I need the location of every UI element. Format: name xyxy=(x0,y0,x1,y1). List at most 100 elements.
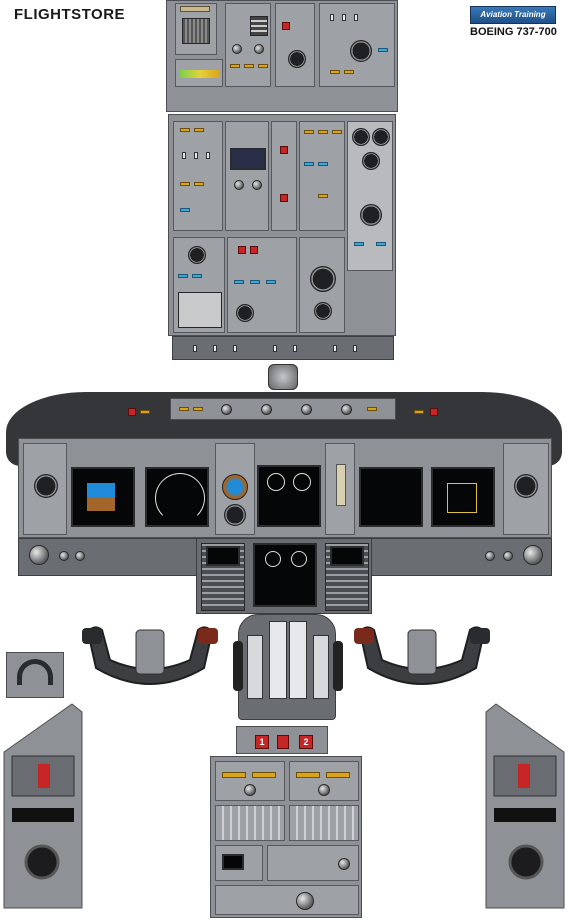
transponder-knob[interactable] xyxy=(338,858,350,870)
meter-selector-knob[interactable] xyxy=(252,180,262,190)
toggle-switch[interactable] xyxy=(353,345,357,352)
toggle-switch[interactable] xyxy=(233,345,237,352)
aux-gauge-icon xyxy=(236,304,254,322)
cvr-speaker-grille-icon xyxy=(182,18,210,44)
mcp-knob[interactable] xyxy=(341,404,352,415)
annunciator-light xyxy=(193,407,203,411)
toggle-switch[interactable] xyxy=(273,345,277,352)
engine-fire-handle-1[interactable]: 1 xyxy=(255,735,269,749)
captain-nd-display xyxy=(145,467,209,527)
mcp-knob[interactable] xyxy=(261,404,272,415)
radio-panel xyxy=(215,761,285,801)
gear-lever-icon[interactable] xyxy=(336,464,346,506)
panel-knob[interactable] xyxy=(29,545,49,565)
toggle-switch[interactable] xyxy=(206,152,210,159)
thrust-lever-icon[interactable] xyxy=(269,621,287,699)
captain-yoke-icon[interactable] xyxy=(80,620,220,700)
trim-wheel-icon[interactable] xyxy=(233,641,243,691)
trim-wheel-icon[interactable] xyxy=(333,641,343,691)
first-officer-yoke-icon[interactable] xyxy=(352,620,492,700)
frequency-display xyxy=(252,772,276,778)
annunciator-light xyxy=(376,242,386,246)
radio-tuning-knob[interactable] xyxy=(318,784,330,796)
aux-gauge-icon xyxy=(188,246,206,264)
ir-mode-knob[interactable] xyxy=(232,44,242,54)
tiller-inset xyxy=(6,652,64,698)
aft-overhead-panel xyxy=(166,0,398,112)
panel-knob[interactable] xyxy=(503,551,513,561)
flap-lever-icon[interactable] xyxy=(313,635,329,699)
cabin-rate-gauge-icon xyxy=(372,128,390,146)
annunciator-light xyxy=(378,48,388,52)
clock-icon xyxy=(34,474,58,498)
toggle-switch[interactable] xyxy=(182,152,186,159)
toggle-switch[interactable] xyxy=(293,345,297,352)
lighting-panel xyxy=(173,237,225,333)
radio-tuning-knob[interactable] xyxy=(244,784,256,796)
tiller-icon[interactable] xyxy=(17,659,53,685)
cvr-placard xyxy=(180,6,210,12)
compass-rose-icon xyxy=(155,473,205,523)
first-officer-pfd-display xyxy=(431,467,495,527)
mcp-knob[interactable] xyxy=(221,404,232,415)
annunciator-light xyxy=(266,280,276,284)
standby-instruments xyxy=(215,443,255,535)
rudder-trim-knob[interactable] xyxy=(296,892,314,910)
standby-airspeed-icon xyxy=(224,504,246,526)
annunciator-light xyxy=(367,407,377,411)
annunciator-light xyxy=(180,128,190,132)
electrical-meter-display xyxy=(230,148,266,170)
meter-selector-knob[interactable] xyxy=(234,180,244,190)
flight-control-panel xyxy=(173,121,223,231)
toggle-switch[interactable] xyxy=(213,345,217,352)
panel-knob[interactable] xyxy=(75,551,85,561)
annunciator-light xyxy=(332,130,342,134)
clock-icon xyxy=(514,474,538,498)
toggle-switch[interactable] xyxy=(330,14,334,21)
apu-fire-handle[interactable] xyxy=(277,735,289,749)
panel-knob[interactable] xyxy=(523,545,543,565)
toggle-switch[interactable] xyxy=(333,345,337,352)
flightstore-logo: FLIGHTSTORE xyxy=(14,6,126,23)
fuel-warning-light xyxy=(280,146,288,154)
annunciator-light xyxy=(318,130,328,134)
engine-fire-handle-2[interactable]: 2 xyxy=(299,735,313,749)
toggle-switch[interactable] xyxy=(342,14,346,21)
annunciator-light xyxy=(330,70,340,74)
attitude-indicator-icon xyxy=(87,483,115,511)
annunciator-light xyxy=(304,162,314,166)
aft-pedestal xyxy=(210,756,362,918)
toggle-switch[interactable] xyxy=(354,14,358,21)
toggle-switch[interactable] xyxy=(193,345,197,352)
master-caution-light[interactable] xyxy=(430,408,438,416)
captain-cdu[interactable] xyxy=(201,543,245,611)
first-officer-cdu[interactable] xyxy=(325,543,369,611)
isdu-keypad[interactable] xyxy=(250,16,268,36)
ir-mode-knob[interactable] xyxy=(254,44,264,54)
thrust-lever-icon[interactable] xyxy=(289,621,307,699)
toggle-switch[interactable] xyxy=(194,152,198,159)
warning-light xyxy=(238,246,246,254)
fire-warning-light[interactable] xyxy=(414,410,424,414)
panel-knob[interactable] xyxy=(485,551,495,561)
throttle-quadrant-icon[interactable] xyxy=(233,614,343,720)
frequency-display xyxy=(326,772,350,778)
center-lower-panel xyxy=(196,538,372,614)
annunciator-light xyxy=(230,64,240,68)
speed-brake-lever-icon[interactable] xyxy=(247,635,263,699)
captain-side-console xyxy=(3,703,83,909)
rudder-trim-panel xyxy=(215,885,359,915)
fuel-panel xyxy=(271,121,297,231)
cdu-screen xyxy=(206,546,240,566)
autobrake-panel xyxy=(325,443,355,535)
panel-knob[interactable] xyxy=(59,551,69,561)
mcp-knob[interactable] xyxy=(301,404,312,415)
fire-warning-light[interactable] xyxy=(140,410,150,414)
captain-pfd-display xyxy=(71,467,135,527)
annunciator-light xyxy=(344,70,354,74)
weather-radar-panel xyxy=(215,845,263,881)
overhead-bottom-strip xyxy=(172,336,394,360)
master-caution-light[interactable] xyxy=(128,408,136,416)
first-officer-side-console xyxy=(485,703,565,909)
adirs-panel xyxy=(225,3,271,87)
